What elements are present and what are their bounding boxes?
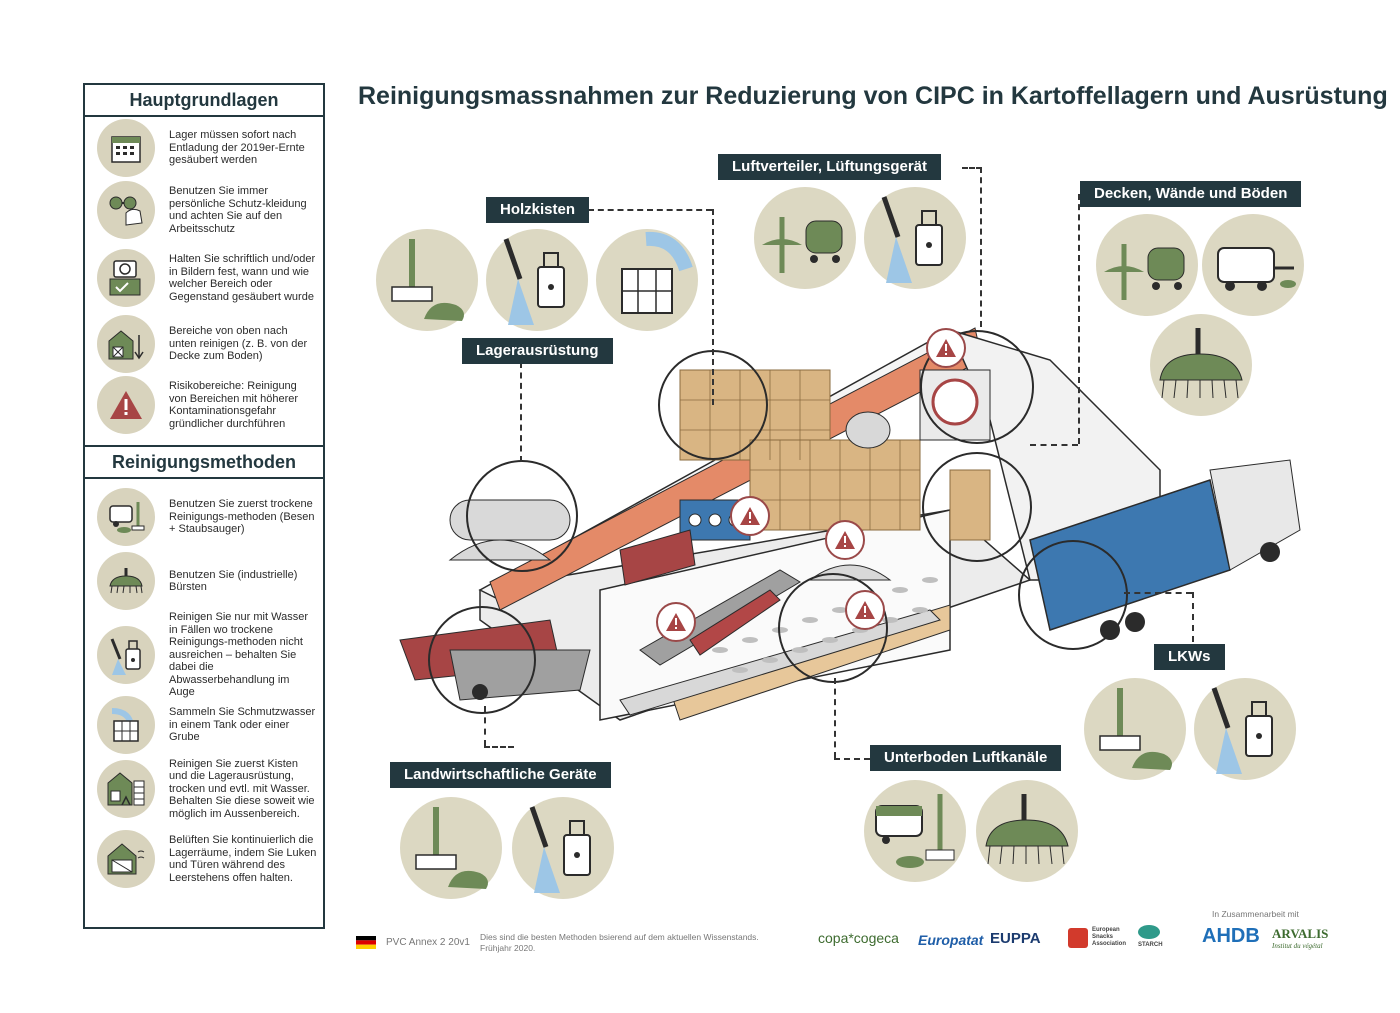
collab-text: In Zusammenarbeit mit — [1212, 909, 1299, 919]
camera-icon — [97, 249, 155, 307]
warning-icon — [825, 520, 865, 560]
starch-logo-icon — [1138, 925, 1160, 939]
water-tank-icon — [97, 696, 155, 754]
pressure-washer-icon — [864, 187, 966, 289]
document-code: PVC Annex 2 20v1 — [386, 937, 470, 948]
leader-line — [1078, 194, 1080, 444]
method-text: Sammeln Sie Schmutzwasser in einem Tank … — [169, 706, 316, 744]
water-tank-icon — [596, 229, 698, 331]
zoom-circle-fan — [920, 330, 1034, 444]
german-flag-icon — [356, 936, 376, 949]
vacuum-rake-icon — [1096, 214, 1198, 316]
pressure-washer-icon — [486, 229, 588, 331]
method-item: Reinigen Sie zuerst Kisten und die Lager… — [85, 751, 323, 827]
methods-heading: Reinigungsmethoden — [85, 445, 323, 479]
leader-line — [484, 746, 514, 748]
logo-ahdb: AHDB — [1202, 925, 1260, 947]
leader-line — [834, 758, 870, 760]
principle-text: Lager müssen sofort nach Entladung der 2… — [169, 129, 305, 167]
principle-item: Lager müssen sofort nach Entladung der 2… — [85, 117, 323, 179]
footer-note-1: Dies sind die besten Methoden bsierend a… — [480, 932, 759, 942]
zoom-circle-machinery — [428, 606, 536, 714]
label-unterboden: Unterboden Luftkanäle — [870, 745, 1062, 771]
principle-text: Halten Sie schriftlich und/oder in Bilde… — [169, 253, 316, 303]
page-title: Reinigungsmassnahmen zur Reduzierung von… — [358, 82, 1388, 110]
zoom-circle-floor — [778, 573, 888, 683]
principle-text: Benutzen Sie immer persönliche Schutz-kl… — [169, 185, 307, 235]
principle-item: Bereiche von oben nach unten reinigen (z… — [85, 315, 323, 373]
principle-text: Risikobereiche: Reinigung von Bereichen … — [169, 380, 299, 430]
pressure-washer-icon — [97, 626, 155, 684]
logo-arvalis: ARVALIS — [1272, 926, 1329, 941]
method-item: Reinigen Sie nur mit Wasser in Fällen wo… — [85, 611, 323, 699]
label-decken: Decken, Wände und Böden — [1080, 181, 1302, 207]
principle-text: Bereiche von oben nach unten reinigen (z… — [169, 325, 308, 363]
method-text: Reinigen Sie nur mit Wasser in Fällen wo… — [169, 611, 308, 699]
method-item: Sammeln Sie Schmutzwasser in einem Tank … — [85, 696, 323, 754]
method-item: Belüften Sie kontinuierlich die Lagerräu… — [85, 827, 323, 891]
calendar-icon — [97, 119, 155, 177]
zoom-circle-truck — [1018, 540, 1128, 650]
leader-line — [588, 209, 712, 211]
industrial-brush-icon — [976, 780, 1078, 882]
logo-esa: European Snacks Association — [1092, 927, 1127, 947]
label-holzkisten: Holzkisten — [486, 197, 590, 223]
sidebar: Hauptgrundlagen Lager müssen sofort nach… — [83, 83, 325, 929]
zoom-circle-walls — [922, 452, 1032, 562]
zoom-circle-equipment — [466, 460, 578, 572]
warning-icon — [656, 602, 696, 642]
leader-line — [1030, 444, 1078, 446]
footer-note-2: Frühjahr 2020. — [480, 943, 536, 953]
broom-icon — [400, 797, 502, 899]
label-luftverteiler: Luftverteiler, Lüftungsgerät — [718, 154, 942, 180]
esa-logo-icon — [1068, 928, 1088, 948]
vacuum-broom-icon — [864, 780, 966, 882]
leader-line — [484, 706, 486, 746]
principles-heading: Hauptgrundlagen — [85, 85, 323, 117]
leader-line — [980, 167, 982, 327]
pressure-washer-icon — [1194, 678, 1296, 780]
warning-icon — [97, 376, 155, 434]
ventilation-icon — [97, 830, 155, 888]
method-text: Belüften Sie kontinuierlich die Lagerräu… — [169, 834, 317, 884]
principle-item: Risikobereiche: Reinigung von Bereichen … — [85, 373, 323, 437]
method-item: Benutzen Sie (industrielle) Bürsten — [85, 551, 323, 611]
principle-item: Benutzen Sie immer persönliche Schutz-kl… — [85, 179, 323, 241]
warning-icon — [730, 496, 770, 536]
vacuum-broom-icon — [97, 488, 155, 546]
label-lkws: LKWs — [1154, 644, 1225, 670]
leader-line — [712, 209, 714, 405]
protective-gear-icon — [97, 181, 155, 239]
broom-icon — [376, 229, 478, 331]
method-text: Benutzen Sie zuerst trockene Reinigungs-… — [169, 498, 315, 536]
top-down-icon — [97, 315, 155, 373]
method-item: Benutzen Sie zuerst trockene Reinigungs-… — [85, 483, 323, 551]
floor-scrubber-icon — [1202, 214, 1304, 316]
industrial-brush-icon — [97, 552, 155, 610]
warning-icon — [926, 328, 966, 368]
logo-arvalis-subtitle: Institut du végétal — [1272, 942, 1323, 950]
industrial-brush-icon — [1150, 314, 1252, 416]
broom-icon — [1084, 678, 1186, 780]
vacuum-rake-icon — [754, 187, 856, 289]
method-text: Benutzen Sie (industrielle) Bürsten — [169, 568, 298, 594]
pressure-washer-icon — [512, 797, 614, 899]
logo-europatat: Europatat — [918, 932, 984, 948]
label-landwirtschaft: Landwirtschaftliche Geräte — [390, 762, 611, 788]
leader-line — [962, 167, 982, 169]
label-lagerausruestung: Lagerausrüstung — [462, 338, 613, 364]
leader-line — [834, 678, 836, 758]
principle-item: Halten Sie schriftlich und/oder in Bilde… — [85, 241, 323, 315]
warning-icon — [845, 590, 885, 630]
logo-starch: STARCH — [1138, 942, 1163, 948]
method-text: Reinigen Sie zuerst Kisten und die Lager… — [169, 757, 315, 820]
leader-line — [1192, 592, 1194, 642]
logo-euppa: EUPPA — [990, 930, 1041, 947]
logo-copa-cogeca: copa*cogeca — [818, 930, 899, 946]
boxes-outside-icon — [97, 760, 155, 818]
leader-line — [1124, 592, 1192, 594]
leader-line — [520, 362, 522, 462]
